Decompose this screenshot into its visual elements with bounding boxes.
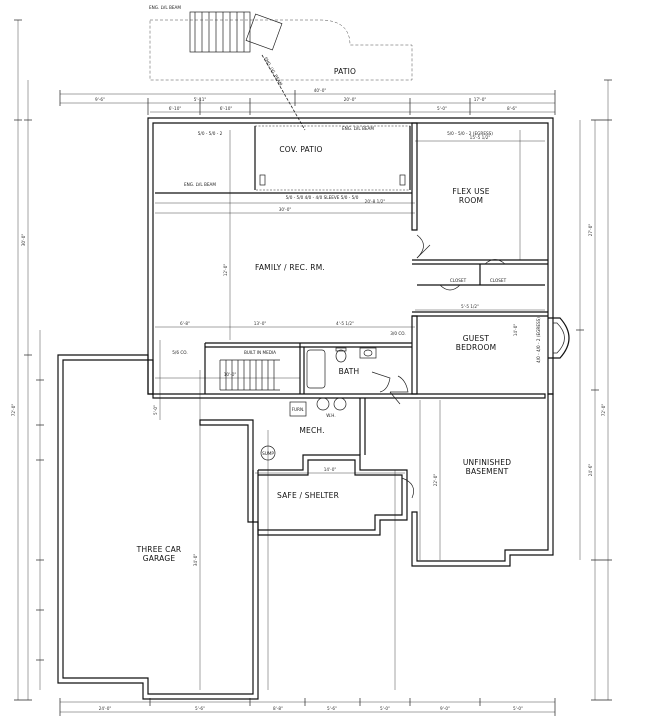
dim-family-mid: 13'-0" xyxy=(254,321,267,326)
room-label-garage-1: THREE CAR xyxy=(136,545,182,554)
room-label-cov-patio: COV. PATIO xyxy=(279,145,322,154)
dimension-labels: 40'-0" 9'-6" 6'-10" 5'-11" 6'-10" 20'-0"… xyxy=(11,88,606,711)
room-label-flex-2: ROOM xyxy=(459,196,483,205)
dim-left-upper: 30'-0" xyxy=(21,234,26,247)
note-co-left: 5/6 CO. xyxy=(172,350,187,355)
room-label-garage-2: GARAGE xyxy=(143,554,176,563)
dim-right-a: 27'-0" xyxy=(588,224,593,237)
dim-top-e: 20'-0" xyxy=(344,97,357,102)
dim-bottom-f: 9'-0" xyxy=(440,706,450,711)
dim-bottom-d: 5'-6" xyxy=(327,706,337,711)
room-label-guest-1: GUEST xyxy=(463,334,490,343)
room-label-patio: PATIO xyxy=(334,67,356,76)
dim-family-right: 4'-5 1/2" xyxy=(336,321,354,326)
dim-stair: 5'-0" xyxy=(153,405,158,415)
dim-garage-h: 34'-0" xyxy=(193,554,198,567)
note-sump: SUMP xyxy=(262,451,274,456)
room-label-closet-2: CLOSET xyxy=(490,278,507,283)
dim-top-h: 8'-6" xyxy=(507,106,517,111)
note-lvl-beam-mid: ENG. LVL BEAM xyxy=(342,126,374,131)
dim-bottom-g: 5'-0" xyxy=(513,706,523,711)
room-label-mech: MECH. xyxy=(299,426,324,435)
dim-top-a: 9'-6" xyxy=(95,97,105,102)
room-label-unfinished-1: UNFINISHED xyxy=(463,458,511,467)
dim-family-left: 6'-8" xyxy=(180,321,190,326)
flex-room-walls xyxy=(411,122,548,317)
dim-bottom-c: 8'-8" xyxy=(273,706,283,711)
room-label-flex-1: FLEX USE xyxy=(452,187,489,196)
room-labels: PATIO COV. PATIO FLEX USE ROOM FAMILY / … xyxy=(136,67,511,563)
dim-top-b: 6'-10" xyxy=(169,106,182,111)
note-lvl-beam-diag: ENG. LVL BEAM xyxy=(263,56,284,87)
dim-top-overall: 40'-0" xyxy=(314,88,327,93)
note-window-sleeve: 5/0 - 5/0 4/0 - 4/0 SLEEVE 5/0 - 5/0 xyxy=(286,195,359,200)
room-label-closet-1: CLOSET xyxy=(450,278,467,283)
stair-media xyxy=(204,342,300,394)
note-co-right: 3/0 CO. xyxy=(390,331,405,336)
note-window-flex: 5/0 - 5/0 - 2 (EGRESS) xyxy=(447,131,493,136)
note-egress-right: 4/0 - 4/0 - 2 (EGRESS) xyxy=(536,317,541,363)
note-lvl-beam-top: ENG. LVL BEAM xyxy=(149,5,181,10)
note-built-in-media: BUILT IN MEDIA xyxy=(244,350,276,355)
note-lvl-beam-family: ENG. LVL BEAM xyxy=(184,182,216,187)
dim-top-c: 5'-11" xyxy=(194,97,207,102)
dim-bottom-a: 24'-0" xyxy=(99,706,112,711)
room-label-guest-2: BEDROOM xyxy=(456,343,497,352)
note-wh: W.H. xyxy=(326,413,335,418)
dim-span-sleeve: 20'-8 1/2" xyxy=(365,199,386,204)
dim-mech-w: 10'-0" xyxy=(224,372,237,377)
dim-flex-w: 15'-5 1/2" xyxy=(470,135,491,140)
dim-safe-w: 14'-0" xyxy=(324,467,337,472)
note-window-cov: 5/0 - 5/0 - 2 xyxy=(198,131,223,136)
dim-unf-h: 22'-0" xyxy=(433,474,438,487)
cov-patio-walls xyxy=(155,125,412,194)
dimension-lines xyxy=(14,19,612,716)
dim-left-overall: 72'-0" xyxy=(11,404,16,417)
dim-family-h: 12'-0" xyxy=(223,264,228,277)
room-label-safe-shelter: SAFE / SHELTER xyxy=(277,491,339,500)
room-label-unfinished-2: BASEMENT xyxy=(466,467,509,476)
patio-outline xyxy=(149,11,413,131)
dim-right-b: 24'-6" xyxy=(588,464,593,477)
dim-right-overall: 72'-0" xyxy=(601,404,606,417)
mech-shelter-walls xyxy=(252,397,414,536)
guest-bath-walls xyxy=(299,315,418,405)
room-label-bath: BATH xyxy=(339,367,360,376)
dim-top-g: 17'-0" xyxy=(474,97,487,102)
dim-top-d: 6'-10" xyxy=(220,106,233,111)
room-label-family: FAMILY / REC. RM. xyxy=(255,263,325,272)
note-furn: FURN. xyxy=(292,407,305,412)
dim-guest-h: 14'-0" xyxy=(513,324,518,337)
main-walls xyxy=(57,117,570,700)
dim-span-family: 30'-0" xyxy=(279,207,292,212)
dim-bottom-e: 5'-0" xyxy=(380,706,390,711)
dim-top-f: 5'-0" xyxy=(437,106,447,111)
dim-closet-w: 5'-5 1/2" xyxy=(461,304,479,309)
dim-bottom-b: 5'-6" xyxy=(195,706,205,711)
